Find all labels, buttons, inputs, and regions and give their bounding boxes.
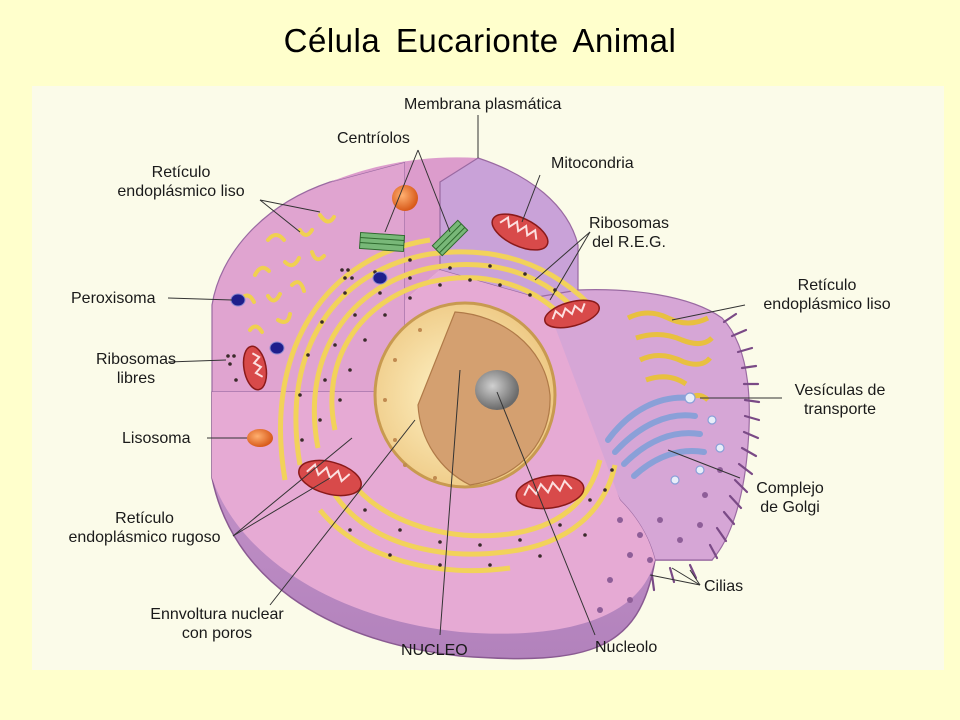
- label-membrana-plasmatica: Membrana plasmática: [404, 96, 562, 113]
- label-reticulo-liso-left-line2: endoplásmico liso: [117, 183, 245, 200]
- label-centriolos: Centríolos: [337, 130, 410, 147]
- transport-vesicles: [670, 392, 725, 485]
- page-title: Célula Eucarionte Animal: [283, 22, 677, 59]
- label-golgi-line1: Complejo: [756, 480, 824, 497]
- label-reticulo-rugoso: Retículo endoplásmico rugoso: [52, 509, 237, 547]
- lysosome-top: [392, 185, 418, 211]
- label-cilias: Cilias: [704, 578, 744, 595]
- label-ribosomas-libres-line2: libres: [116, 370, 156, 387]
- free-ribosomes: [226, 268, 354, 382]
- nuclear-pores: [383, 328, 437, 480]
- label-rer-line1: Retículo: [115, 510, 174, 527]
- label-reticulo-liso-right: Retículo endoplásmico liso: [747, 276, 907, 314]
- label-vesiculas-line2: transporte: [803, 401, 877, 418]
- pointer-lines: [167, 115, 782, 636]
- label-ribosomas-reg: Ribosomas del R.E.G.: [574, 214, 684, 252]
- smooth-er-right: [626, 310, 714, 402]
- label-ribosomas-reg-line2: del R.E.G.: [592, 234, 666, 251]
- label-golgi-line2: de Golgi: [760, 499, 820, 516]
- smooth-er-left: [238, 213, 336, 334]
- lysosome: [247, 429, 273, 447]
- label-nucleo: NUCLEO: [401, 642, 468, 659]
- label-mitocondria: Mitocondria: [551, 155, 634, 172]
- label-vesiculas-line1: Vesículas de: [794, 382, 886, 399]
- nucleolo: [475, 370, 519, 410]
- label-reticulo-liso-left: Retículo endoplásmico liso: [106, 163, 256, 201]
- label-ribosomas-libres: Ribosomas libres: [86, 350, 186, 388]
- label-lisosoma: Lisosoma: [122, 430, 191, 447]
- rough-er-ribosomes: [298, 258, 614, 567]
- cell-front-face: [211, 161, 406, 393]
- label-peroxisoma: Peroxisoma: [71, 290, 156, 307]
- label-nucleolo: Nucleolo: [595, 639, 658, 656]
- label-rer-line2: endoplásmico rugoso: [68, 529, 221, 546]
- label-reticulo-liso-left-line1: Retículo: [151, 164, 211, 181]
- label-envoltura-line1: Ennvoltura nuclear: [150, 606, 284, 623]
- label-vesiculas-transporte: Vesículas de transporte: [780, 381, 900, 419]
- cilia: [650, 312, 761, 592]
- cilia-stubs: [597, 467, 723, 613]
- label-reticulo-liso-right-line1: Retículo: [797, 277, 857, 294]
- centrioles: [358, 219, 469, 257]
- label-envoltura-nuclear: Ennvoltura nuclear con poros: [122, 605, 312, 643]
- golgi-apparatus: [605, 394, 707, 479]
- label-complejo-golgi: Complejo de Golgi: [740, 479, 840, 517]
- label-envoltura-line2: con poros: [181, 625, 253, 642]
- label-ribosomas-libres-line1: Ribosomas: [95, 351, 177, 368]
- rough-er: [278, 237, 618, 574]
- label-reticulo-liso-right-line2: endoplásmico liso: [763, 296, 891, 313]
- label-ribosomas-reg-line1: Ribosomas: [588, 215, 670, 232]
